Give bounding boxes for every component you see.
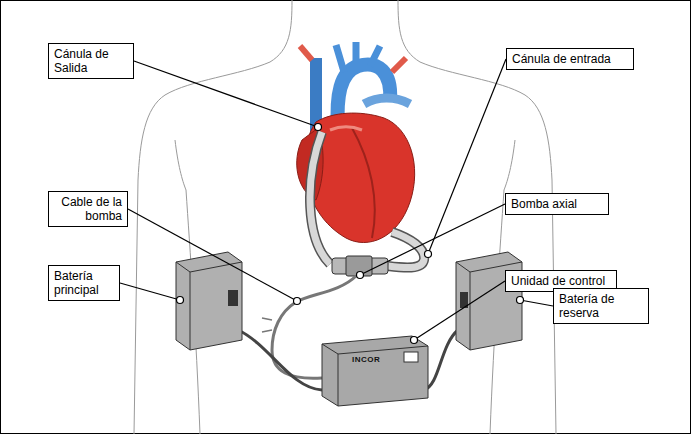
main-battery <box>176 252 242 350</box>
leader-dot <box>315 124 322 131</box>
battery-cable <box>424 330 458 390</box>
leader-dot <box>411 337 418 344</box>
leader-dot <box>294 298 301 305</box>
device-brand: INCOR <box>352 355 380 364</box>
callout-box: Cánula de Salida <box>48 43 134 79</box>
leader-line <box>120 283 180 300</box>
callout-box: Cable de la bomba <box>48 191 128 227</box>
callout-box: Batería principal <box>48 265 120 301</box>
callout-box: Batería de reserva <box>553 288 649 324</box>
control-unit <box>322 336 428 406</box>
battery-cable <box>238 330 322 390</box>
leader-line <box>428 59 506 254</box>
callout-text: Bomba axial <box>511 197 603 211</box>
callout-text: Batería de reserva <box>559 292 643 320</box>
reserve-battery <box>456 252 522 350</box>
leader-dot <box>425 251 432 258</box>
callout-text: Cable de la bomba <box>54 195 122 223</box>
body-outline <box>134 0 556 434</box>
callout-text: Cánula de entrada <box>512 52 628 66</box>
leader-line <box>520 300 553 306</box>
leader-line <box>128 209 297 301</box>
leader-dot <box>357 272 364 279</box>
callout-text: Batería principal <box>54 269 114 297</box>
leader-dot <box>177 297 184 304</box>
cable-detail <box>262 318 272 332</box>
cannulas <box>310 132 424 268</box>
callout-text: Unidad de control <box>511 274 611 288</box>
callout-box: Bomba axial <box>505 193 609 215</box>
leader-line <box>360 204 505 275</box>
callout-box: Cánula de entrada <box>506 48 634 70</box>
leader-line <box>134 61 318 127</box>
leader-dot <box>517 297 524 304</box>
callout-text: Cánula de Salida <box>54 47 128 75</box>
leader-line <box>414 281 505 340</box>
